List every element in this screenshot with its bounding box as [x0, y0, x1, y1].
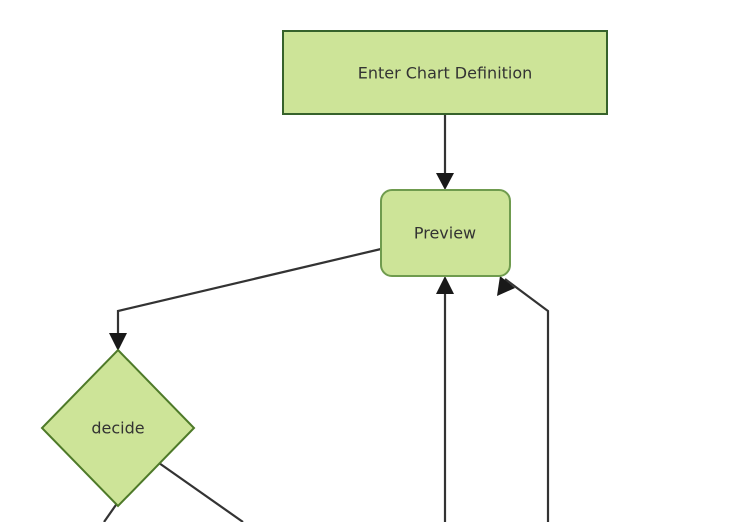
node-preview-label: Preview — [414, 224, 476, 243]
node-preview-shape[interactable] — [380, 189, 511, 277]
arrowhead-into-preview-top — [436, 173, 454, 190]
edge-preview-to-decide[interactable] — [116, 247, 382, 343]
arrowhead-into-preview-bottom-center — [436, 276, 454, 294]
arrowhead-into-decide-top — [109, 333, 127, 351]
node-preview[interactable]: Preview — [380, 189, 511, 277]
node-enter-chart-definition-shape[interactable] — [282, 30, 608, 115]
node-layer: Enter Chart Definition Preview decide — [40, 30, 608, 508]
arrowhead-into-preview-bottom-right — [497, 276, 515, 296]
node-enter-chart-definition[interactable]: Enter Chart Definition — [282, 30, 608, 115]
edge-decide-to-offscreen-left[interactable] — [103, 501, 119, 522]
edge-bottom-right-to-preview[interactable] — [504, 278, 550, 522]
edge-layer — [103, 114, 550, 522]
edge-decide-to-offscreen-right[interactable] — [158, 462, 244, 522]
node-enter-chart-definition-label: Enter Chart Definition — [358, 64, 533, 83]
node-decide[interactable]: decide — [40, 348, 196, 508]
node-decide-shape[interactable] — [40, 348, 196, 508]
node-decide-label: decide — [91, 419, 144, 438]
